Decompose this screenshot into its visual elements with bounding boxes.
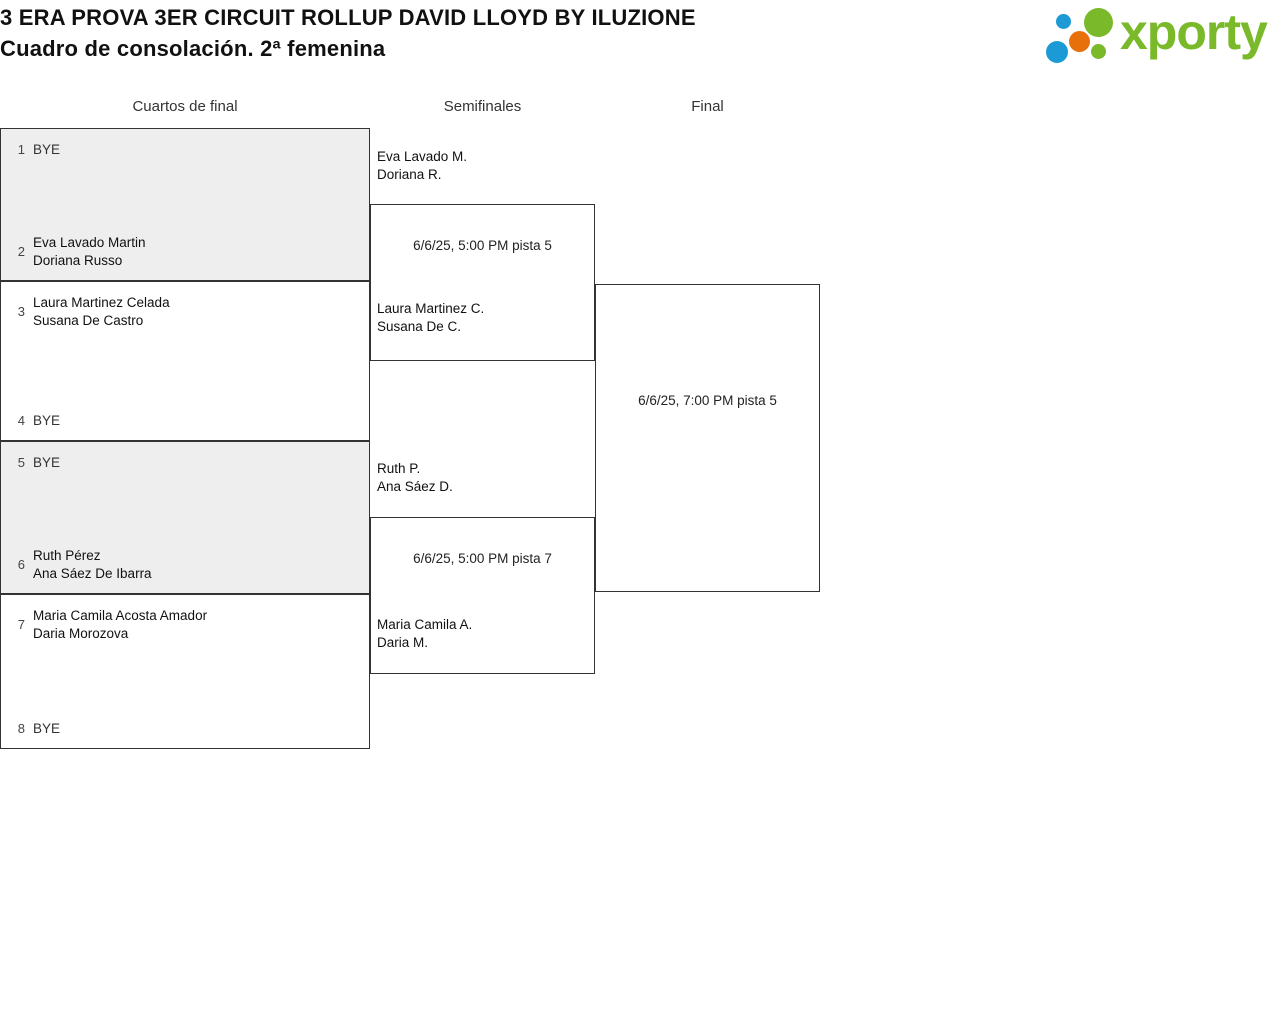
team-names: Eva Lavado Martin Doriana Russo: [33, 234, 146, 270]
player-name: Susana De Castro: [33, 313, 144, 328]
bye-label: BYE: [33, 413, 61, 428]
logo-dot-blue-large-icon: [1046, 41, 1068, 63]
semifinal-entrant-2[interactable]: Laura Martinez C. Susana De C.: [377, 300, 592, 336]
bye-label: BYE: [33, 142, 61, 157]
quarterfinal-match-2[interactable]: 3 Laura Martinez Celada Susana De Castro…: [0, 281, 370, 441]
logo-dot-green-small-icon: [1091, 44, 1106, 59]
semifinal-entrant-4[interactable]: Maria Camila A. Daria M.: [377, 616, 592, 652]
quarterfinal-match-4[interactable]: 7 Maria Camila Acosta Amador Daria Moroz…: [0, 594, 370, 749]
match-schedule: 6/6/25, 5:00 PM pista 7: [413, 551, 552, 566]
page-title: 3 ERA PROVA 3ER CIRCUIT ROLLUP DAVID LLO…: [0, 2, 1000, 64]
round-header-quarterfinals: Cuartos de final: [132, 98, 238, 115]
match-schedule: 6/6/25, 5:00 PM pista 5: [413, 238, 552, 253]
player-name: Daria M.: [377, 635, 429, 650]
player-name: Eva Lavado M.: [377, 149, 468, 164]
bracket-slot-seed-6[interactable]: 6 Ruth Pérez Ana Sáez De Ibarra: [1, 547, 369, 583]
bracket-slot-seed-7[interactable]: 7 Maria Camila Acosta Amador Daria Moroz…: [1, 607, 369, 643]
player-name: Eva Lavado Martin: [33, 235, 146, 250]
bracket-slot-seed-3[interactable]: 3 Laura Martinez Celada Susana De Castro: [1, 294, 369, 330]
team-names: Ruth Pérez Ana Sáez De Ibarra: [33, 547, 152, 583]
tournament-title: 3 ERA PROVA 3ER CIRCUIT ROLLUP DAVID LLO…: [0, 5, 696, 30]
seed-number: 7: [17, 617, 25, 632]
seed-number: 3: [17, 304, 25, 319]
bracket-slot-seed-5[interactable]: 5 BYE: [1, 454, 369, 472]
semifinal-match-1[interactable]: 6/6/25, 5:00 PM pista 5: [370, 204, 595, 361]
player-name: Laura Martinez C.: [377, 301, 485, 316]
bracket-slot-seed-8[interactable]: 8 BYE: [1, 720, 369, 738]
quarterfinal-match-1[interactable]: 1 BYE 2 Eva Lavado Martin Doriana Russo: [0, 128, 370, 281]
player-name: Ana Sáez De Ibarra: [33, 566, 152, 581]
bracket-slot-seed-2[interactable]: 2 Eva Lavado Martin Doriana Russo: [1, 234, 369, 270]
round-header-semifinals: Semifinales: [443, 98, 522, 115]
player-name: Susana De C.: [377, 319, 462, 334]
bracket-slot-seed-1[interactable]: 1 BYE: [1, 141, 369, 159]
semifinal-entrant-1[interactable]: Eva Lavado M. Doriana R.: [377, 148, 592, 184]
seed-number: 2: [17, 244, 25, 259]
bye-label: BYE: [33, 455, 61, 470]
player-name: Laura Martinez Celada: [33, 295, 170, 310]
player-name: Maria Camila A.: [377, 617, 473, 632]
bracket-slot-seed-4[interactable]: 4 BYE: [1, 412, 369, 430]
final-match[interactable]: [595, 284, 820, 592]
team-names: Maria Camila Acosta Amador Daria Morozov…: [33, 607, 207, 643]
bracket-subtitle: Cuadro de consolación. 2ª femenina: [0, 36, 386, 61]
seed-number: 6: [17, 557, 25, 572]
player-name: Maria Camila Acosta Amador: [33, 608, 208, 623]
player-name: Ruth Pérez: [33, 548, 101, 563]
final-match-schedule: 6/6/25, 7:00 PM pista 5: [638, 393, 777, 408]
player-name: Doriana R.: [377, 167, 442, 182]
player-name: Doriana Russo: [33, 253, 123, 268]
player-name: Ana Sáez D.: [377, 479, 453, 494]
bye-label: BYE: [33, 721, 61, 736]
team-names: Laura Martinez Celada Susana De Castro: [33, 294, 170, 330]
logo-wordmark: xporty: [1120, 4, 1268, 60]
xporty-logo[interactable]: xporty: [1046, 4, 1274, 63]
semifinal-entrant-3[interactable]: Ruth P. Ana Sáez D.: [377, 460, 592, 496]
seed-number: 4: [17, 413, 25, 428]
round-header-final: Final: [691, 98, 724, 115]
logo-dot-blue-small-icon: [1056, 14, 1071, 29]
logo-dots-icon: [1046, 6, 1126, 63]
page-header: 3 ERA PROVA 3ER CIRCUIT ROLLUP DAVID LLO…: [0, 0, 1280, 90]
semifinal-match-2[interactable]: 6/6/25, 5:00 PM pista 7: [370, 517, 595, 674]
seed-number: 8: [17, 721, 25, 736]
seed-number: 5: [17, 455, 25, 470]
logo-dot-green-large-icon: [1084, 8, 1113, 37]
quarterfinal-match-3[interactable]: 5 BYE 6 Ruth Pérez Ana Sáez De Ibarra: [0, 441, 370, 594]
player-name: Daria Morozova: [33, 626, 129, 641]
player-name: Ruth P.: [377, 461, 421, 476]
logo-dot-orange-icon: [1069, 31, 1090, 52]
seed-number: 1: [17, 142, 25, 157]
